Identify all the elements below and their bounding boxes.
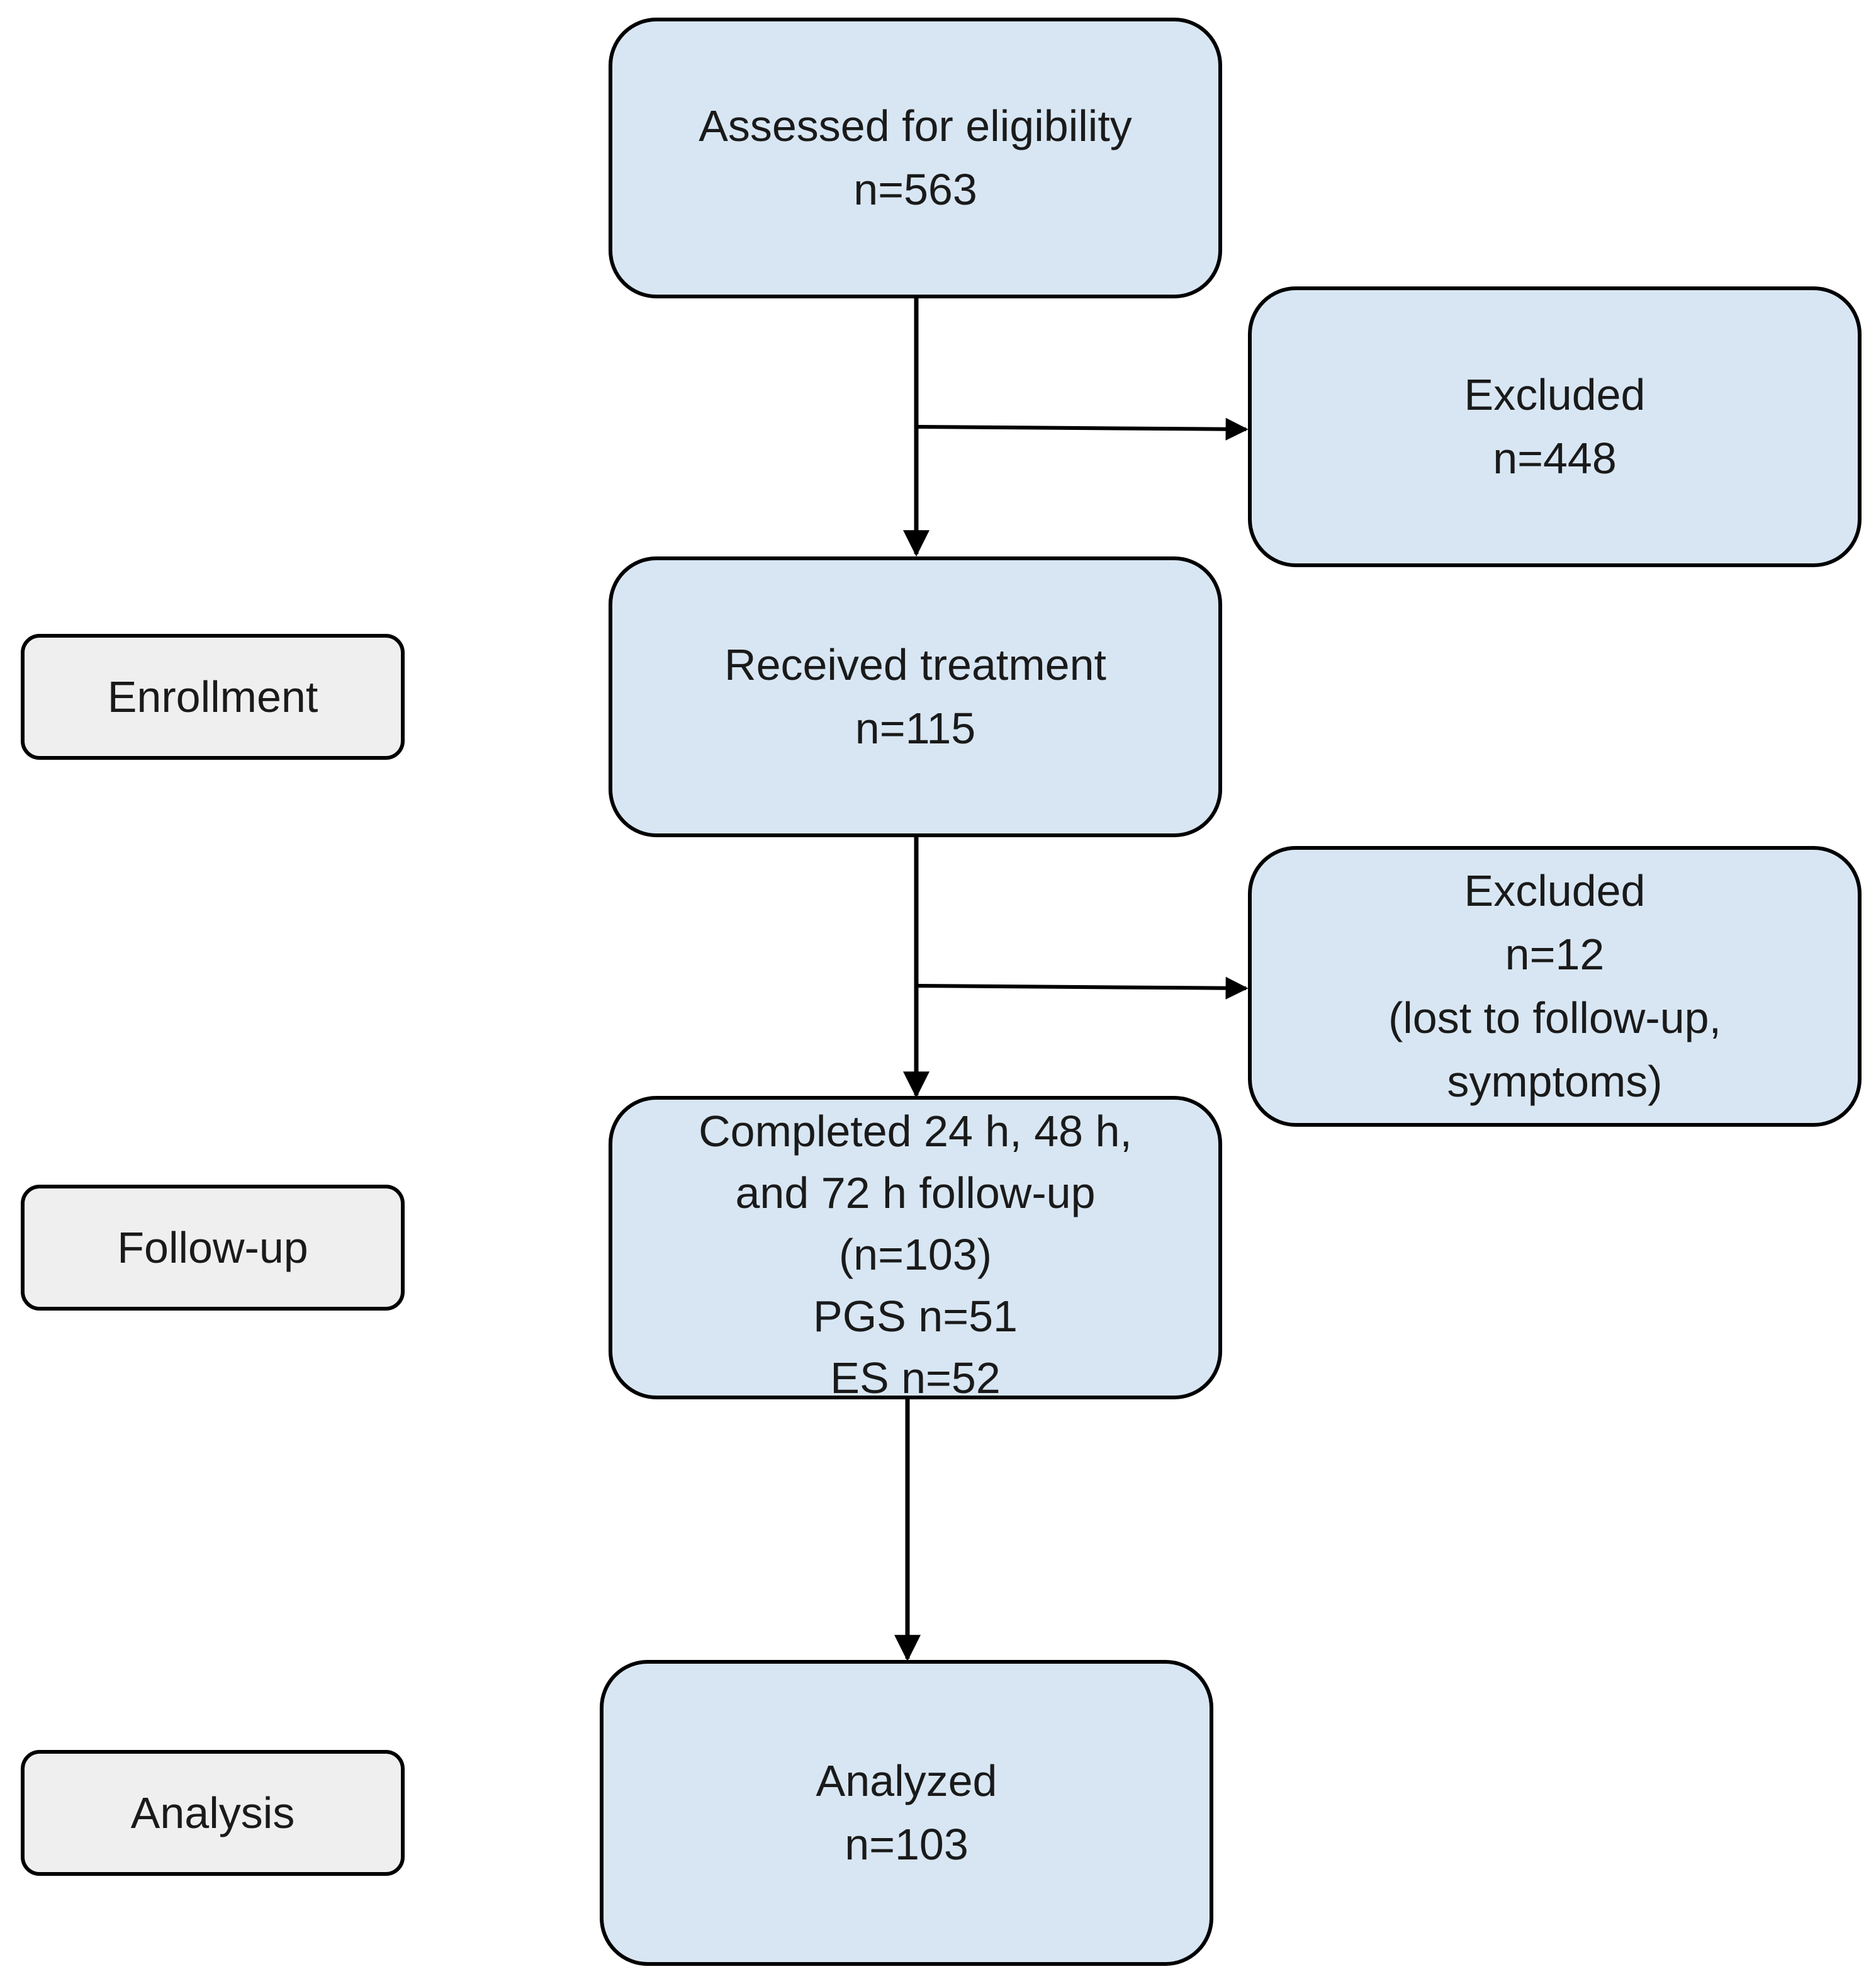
node-analyzed-count: n=103 — [845, 1820, 969, 1869]
node-completed-follow-up: Completed 24 h, 48 h, and 72 h follow-up… — [609, 1096, 1222, 1402]
node-received-count: n=115 — [855, 704, 976, 753]
node-excluded-2: Excluded n=12 (lost to follow-up, sympto… — [1248, 846, 1862, 1127]
node-excluded-1-title: Excluded — [1464, 370, 1646, 419]
node-completed-line-2: and 72 h follow-up — [735, 1168, 1096, 1217]
stage-enrollment: Enrollment — [21, 634, 405, 760]
node-completed-line-1: Completed 24 h, 48 h, — [699, 1107, 1132, 1156]
node-analyzed: Analyzed n=103 — [600, 1660, 1213, 1966]
node-completed-total: (n=103) — [838, 1230, 992, 1279]
stage-analysis: Analysis — [21, 1750, 405, 1876]
node-excluded-2-reason-1: (lost to follow-up, — [1388, 993, 1722, 1042]
node-excluded-1: Excluded n=448 — [1248, 286, 1862, 567]
node-excluded-2-count: n=12 — [1505, 930, 1605, 979]
stage-follow-up: Follow-up — [21, 1185, 405, 1311]
arrow-to-excluded-2 — [916, 976, 1249, 1000]
node-assessed-count: n=563 — [853, 165, 977, 214]
node-excluded-2-reason-2: symptoms) — [1447, 1057, 1663, 1106]
stage-analysis-label: Analysis — [130, 1788, 295, 1837]
node-received-treatment: Received treatment n=115 — [609, 556, 1222, 837]
node-excluded-2-title: Excluded — [1464, 866, 1646, 915]
node-analyzed-title: Analyzed — [816, 1756, 997, 1805]
arrow-to-excluded-1 — [916, 417, 1249, 441]
node-completed-pgs: PGS n=51 — [813, 1292, 1018, 1341]
node-received-title: Received treatment — [724, 640, 1106, 689]
stage-enrollment-label: Enrollment — [107, 672, 318, 721]
node-assessed-title: Assessed for eligibility — [699, 101, 1132, 150]
node-assessed-for-eligibility: Assessed for eligibility n=563 — [609, 18, 1222, 298]
node-completed-es: ES n=52 — [830, 1353, 1001, 1402]
node-excluded-1-count: n=448 — [1493, 434, 1617, 483]
stage-follow-up-label: Follow-up — [117, 1222, 308, 1272]
